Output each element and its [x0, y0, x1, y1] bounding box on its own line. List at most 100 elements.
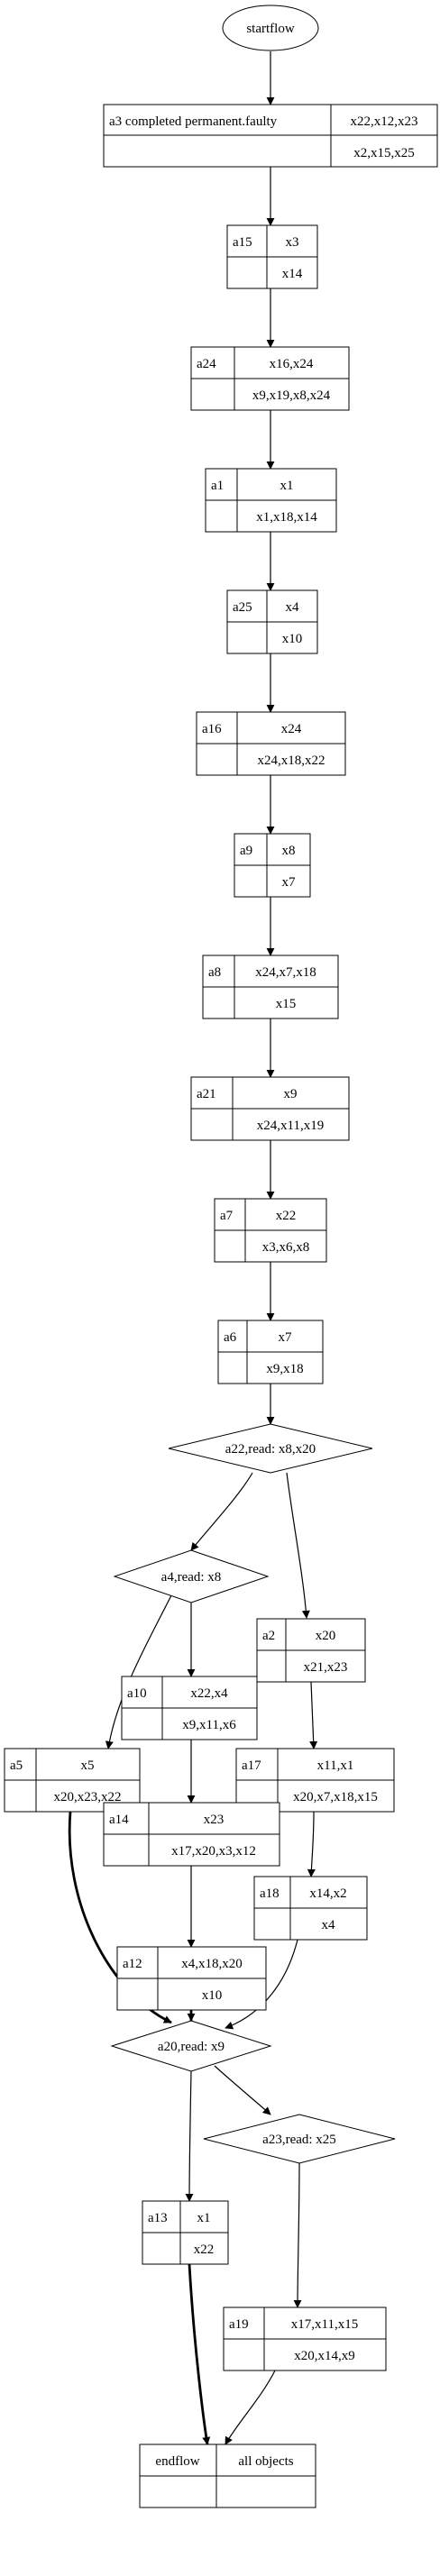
a2-reads: x21,x23 — [304, 1660, 348, 1675]
a7-label: a7 — [220, 1209, 234, 1223]
node-a13[interactable]: a13 x1 x22 — [142, 2200, 229, 2265]
a16-reads: x24,x18,x22 — [258, 754, 325, 768]
a25-reads: x10 — [282, 632, 303, 646]
a19-reads: x20,x14,x9 — [294, 2349, 355, 2363]
a1-reads: x1,x18,x14 — [256, 510, 317, 525]
a6-reads: x9,x18 — [266, 1362, 303, 1376]
start-ellipse — [222, 5, 319, 51]
a25-writes: x4 — [286, 600, 300, 615]
node-a18[interactable]: a18 x14,x2 x4 — [253, 1876, 368, 1941]
node-a19[interactable]: a19 x17,x11,x15 x20,x14,x9 — [223, 2307, 387, 2371]
a23-label: a23,read: x25 — [262, 2133, 336, 2147]
a24-reads: x9,x19,x8,x24 — [252, 388, 331, 403]
a22-label: a22,read: x8,x20 — [225, 1442, 316, 1457]
a14-reads: x17,x20,x3,x12 — [171, 1844, 256, 1859]
node-endflow[interactable]: endflow all objects — [139, 2444, 316, 2508]
a3-label: a3 completed permanent.faulty — [109, 114, 278, 129]
node-a6[interactable]: a6 x7 x9,x18 — [217, 1320, 324, 1384]
a8-writes: x24,x7,x18 — [255, 965, 316, 980]
node-a3[interactable]: a3 completed permanent.faulty x22,x12,x2… — [103, 104, 438, 168]
a18-reads: x4 — [322, 1918, 336, 1932]
a1-label: a1 — [211, 479, 224, 493]
node-a5[interactable]: a5 x5 x20,x23,x22 — [4, 1748, 141, 1813]
a16-label: a16 — [202, 722, 222, 736]
a24-writes: x16,x24 — [270, 357, 314, 371]
node-a9[interactable]: a9 x8 x7 — [234, 833, 311, 898]
a17-label: a17 — [242, 1758, 261, 1773]
a5-reads: x20,x23,x22 — [54, 1790, 122, 1804]
edge-a20-a23 — [214, 2065, 271, 2115]
a24-label: a24 — [197, 357, 216, 371]
node-a22-decision[interactable]: a22,read: x8,x20 — [168, 1423, 373, 1474]
node-startflow[interactable]: startflow — [222, 5, 319, 51]
edge-a13-end — [188, 2263, 211, 2445]
a8-reads: x15 — [276, 997, 297, 1011]
a15-label: a15 — [233, 235, 252, 250]
a5-writes: x5 — [81, 1758, 95, 1773]
a4-label: a4,read: x8 — [161, 1570, 222, 1585]
a4-diamond — [113, 1549, 270, 1603]
node-a17[interactable]: a17 x11,x1 x20,x7,x18,x15 — [235, 1748, 395, 1813]
a15-writes: x3 — [286, 235, 299, 250]
edge-a17-a18 — [307, 1811, 316, 1877]
a22-diamond — [168, 1423, 373, 1474]
a1-writes: x1 — [280, 479, 294, 493]
a23-diamond — [203, 2114, 396, 2164]
node-a2[interactable]: a2 x20 x21,x23 — [256, 1618, 366, 1683]
edge-a20-a13 — [185, 2070, 194, 2202]
a9-label: a9 — [240, 844, 252, 858]
a19-writes: x17,x11,x15 — [291, 2317, 358, 2332]
start-label: startflow — [246, 22, 294, 36]
node-a20-decision[interactable]: a20,read: x9 — [110, 2020, 272, 2072]
a6-label: a6 — [224, 1330, 237, 1345]
node-a10[interactable]: a10 x22,x4 x9,x11,x6 — [121, 1676, 258, 1740]
edge-a4-a5 — [105, 1594, 172, 1749]
a10-label: a10 — [127, 1686, 147, 1701]
a21-reads: x24,x11,x19 — [257, 1119, 324, 1133]
edge-a2-a17 — [309, 1681, 318, 1749]
a2-label: a2 — [262, 1629, 275, 1643]
node-a23-decision[interactable]: a23,read: x25 — [203, 2114, 396, 2164]
node-a15[interactable]: a15 x3 x14 — [226, 224, 318, 289]
node-a4-decision[interactable]: a4,read: x8 — [113, 1549, 270, 1603]
a9-writes: x8 — [282, 844, 296, 858]
a6-writes: x7 — [279, 1330, 293, 1345]
a5-label: a5 — [10, 1758, 23, 1773]
a15-reads: x14 — [282, 267, 303, 281]
a13-writes: x1 — [197, 2211, 211, 2225]
node-a8[interactable]: a8 x24,x7,x18 x15 — [202, 955, 339, 1019]
node-a7[interactable]: a7 x22 x3,x6,x8 — [214, 1198, 327, 1263]
a9-reads: x7 — [282, 875, 297, 890]
a20-label: a20,read: x9 — [158, 2040, 225, 2054]
a14-writes: x23 — [204, 1813, 225, 1827]
a7-reads: x3,x6,x8 — [262, 1240, 310, 1255]
a13-reads: x22 — [194, 2243, 215, 2257]
node-a1[interactable]: a1 x1 x1,x18,x14 — [205, 468, 337, 533]
edge-a18-a20 — [225, 1939, 298, 2030]
a17-reads: x20,x7,x18,x15 — [293, 1790, 378, 1804]
node-a16[interactable]: a16 x24 x24,x18,x22 — [196, 711, 346, 776]
a10-writes: x22,x4 — [190, 1686, 228, 1701]
a2-writes: x20 — [316, 1629, 336, 1643]
edges — [68, 51, 318, 2445]
edge-a22-a4 — [190, 1472, 253, 1551]
node-a21[interactable]: a21 x9 x24,x11,x19 — [190, 1076, 350, 1141]
a19-label: a19 — [229, 2317, 249, 2332]
a7-writes: x22 — [276, 1209, 297, 1223]
node-a24[interactable]: a24 x16,x24 x9,x19,x8,x24 — [190, 346, 350, 411]
node-a14[interactable]: a14 x23 x17,x20,x3,x12 — [103, 1802, 280, 1867]
node-a12[interactable]: a12 x4,x18,x20 x10 — [116, 1946, 267, 2011]
edge-a22-a2 — [286, 1472, 310, 1619]
end-value: all objects — [238, 2454, 293, 2469]
end-label: endflow — [155, 2454, 199, 2469]
a10-reads: x9,x11,x6 — [182, 1718, 236, 1732]
a12-label: a12 — [123, 1957, 142, 1971]
nodes: startflow a3 completed permanent.faulty … — [4, 5, 438, 2508]
a14-label: a14 — [109, 1813, 129, 1827]
node-a25[interactable]: a25 x4 x10 — [226, 589, 318, 654]
a12-reads: x10 — [202, 1988, 223, 2003]
a20-diamond — [110, 2020, 272, 2072]
a3-reads: x2,x15,x25 — [353, 146, 415, 160]
edge-a23-a19 — [293, 2162, 302, 2308]
